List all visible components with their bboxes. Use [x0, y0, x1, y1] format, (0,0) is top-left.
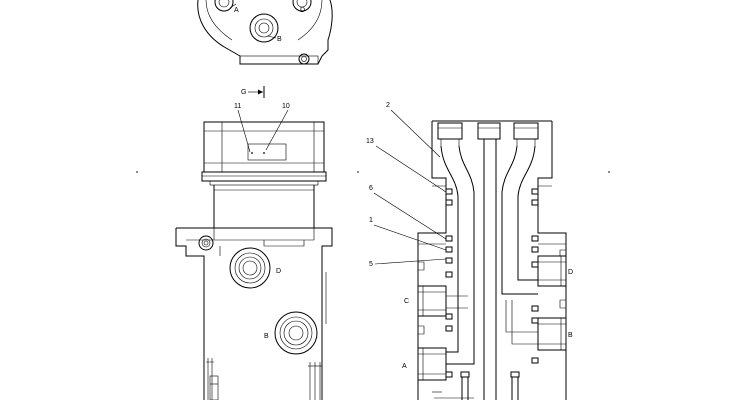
top-view: A D B: [197, 0, 333, 65]
callout-13: 13: [366, 138, 374, 145]
section-port-d: [537, 255, 567, 287]
top-port-a: [214, 0, 234, 12]
section-label-d: D: [568, 269, 573, 276]
section-label-c: C: [404, 298, 409, 305]
callout-5: 5: [369, 261, 373, 268]
callout-2: 2: [386, 102, 390, 109]
section-label-a: A: [402, 363, 407, 370]
callout-6: 6: [369, 185, 373, 192]
top-label-d: D: [300, 7, 305, 14]
side-label-b: B: [264, 333, 269, 340]
section-label-b: B: [568, 332, 573, 339]
callout-1: 1: [369, 217, 373, 224]
section-port-b: [537, 317, 567, 351]
side-elevation-view: 11 10 D B: [175, 103, 333, 401]
callout-10: 10: [282, 103, 290, 110]
side-label-d: D: [276, 268, 281, 275]
section-port-a: [417, 347, 447, 381]
section-view: C A D B 2 13 6 1 5: [366, 102, 573, 400]
top-port-d: [292, 0, 312, 12]
top-label-b: B: [277, 36, 282, 43]
top-label-a: A: [234, 7, 239, 14]
side-port-d: [229, 247, 271, 289]
section-port-c: [417, 285, 447, 317]
callout-11: 11: [234, 103, 241, 110]
top-port-b: [249, 13, 279, 43]
side-port-b: [274, 311, 318, 355]
view-arrow-g: G: [241, 86, 265, 98]
view-label-g: G: [241, 89, 246, 96]
